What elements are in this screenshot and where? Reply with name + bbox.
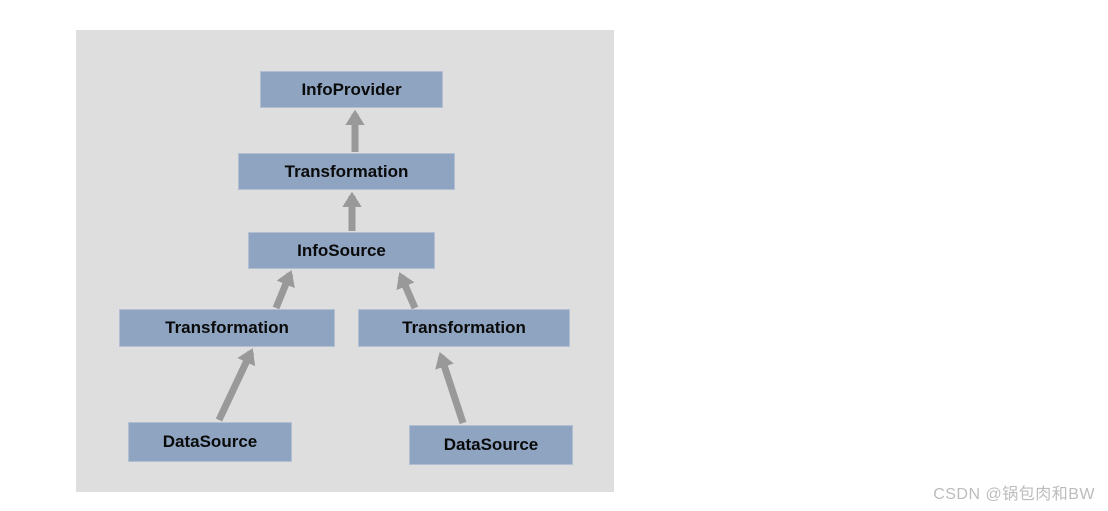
node-infosource: InfoSource [248, 232, 435, 269]
arrow-datasource-right-to-transformation-right [435, 352, 467, 425]
node-datasource-left: DataSource [128, 422, 292, 462]
node-transformation-top: Transformation [238, 153, 455, 190]
arrow-transformation-right-to-infosource [396, 272, 419, 310]
node-infoprovider: InfoProvider [260, 71, 443, 108]
node-datasource-right-label: DataSource [443, 435, 539, 454]
node-datasource-left-label: DataSource [162, 432, 258, 451]
diagram-panel: InfoProvider Transformation InfoSource T… [76, 30, 614, 492]
arrow-transformation-left-to-infosource [272, 270, 295, 310]
node-infoprovider-label: InfoProvider [301, 79, 402, 99]
node-infosource-label: InfoSource [297, 240, 386, 260]
node-transformation-left: Transformation [119, 309, 335, 347]
arrow-datasource-left-to-transformation-left [215, 348, 256, 422]
node-transformation-right: Transformation [358, 309, 570, 347]
node-transformation-right-label: Transformation [402, 318, 526, 337]
watermark: CSDN @锅包肉和BW [933, 486, 1095, 503]
node-datasource-right: DataSource [409, 425, 573, 465]
node-transformation-top-label: Transformation [284, 161, 409, 181]
arrow-layer [215, 109, 467, 425]
node-transformation-left-label: Transformation [165, 318, 289, 337]
